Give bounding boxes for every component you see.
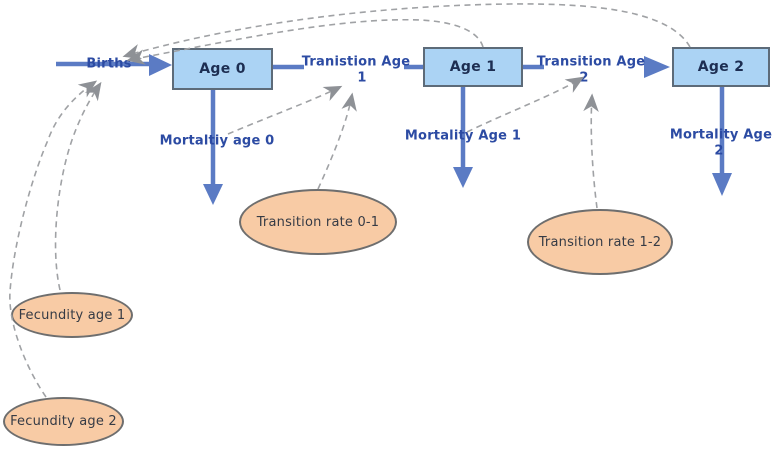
stock-age-1[interactable]: Age 1: [423, 47, 523, 87]
flow-births-label[interactable]: Births: [86, 57, 131, 72]
aux-fecundity-age-2-label: Fecundity age 2: [10, 414, 117, 429]
aux-transition-rate-0-1-label: Transition rate 0-1: [256, 214, 380, 230]
stock-age-2[interactable]: Age 2: [672, 47, 770, 87]
stock-age-0[interactable]: Age 0: [172, 48, 273, 90]
flow-mortality-age-1-label-text: Mortality Age 1: [404, 128, 522, 144]
aux-transition-rate-1-2-label: Transition rate 1-2: [538, 234, 662, 250]
flow-mortality-age-1-label[interactable]: Mortality Age 1: [405, 129, 521, 144]
aux-fecundity-age-1-label: Fecundity age 1: [18, 307, 126, 323]
flow-transition-age-1-label-line2[interactable]: 1: [357, 71, 366, 86]
stock-age-2-label: Age 2: [697, 59, 745, 75]
influence-link-fecundity-age-1-to-births[interactable]: [54, 81, 102, 291]
flow-transition-age-1-label-text: Tranistion Age: [301, 54, 411, 70]
flow-transition-age-2-label[interactable]: Transition Age: [537, 55, 645, 70]
flow-mortality-2-arrowhead-icon: [712, 173, 732, 196]
flow-transition-age-1-line2-text: 1: [357, 70, 367, 86]
influence-link-transition-rate-0-1-to-transition-age-1[interactable]: [317, 92, 357, 190]
influence-link-fecundity-age-2-to-births[interactable]: [9, 80, 98, 398]
aux-fecundity-age-1[interactable]: Fecundity age 1: [11, 292, 133, 338]
flow-mortality-age-2-label-text: Mortality Age: [669, 127, 773, 143]
flow-mortality-age-0-label[interactable]: Mortaltiy age 0: [160, 134, 275, 149]
flow-transition-age-2-label-text: Transition Age: [536, 54, 646, 70]
aux-fecundity-age-2[interactable]: Fecundity age 2: [3, 397, 124, 446]
flow-mortality-age-2-line2-text: 2: [714, 143, 724, 159]
flow-mortality-age-0-label-text: Mortaltiy age 0: [159, 133, 275, 149]
flow-births-arrowhead-icon: [149, 54, 172, 76]
influence-link-transition-rate-1-2-to-transition-age-2[interactable]: [583, 93, 599, 209]
flow-transition-age-2-line2-text: 2: [579, 70, 589, 86]
flow-mortality-age-2-label[interactable]: Mortality Age: [670, 128, 772, 143]
stock-age-1-label: Age 1: [449, 59, 497, 75]
flow-mortality-1-arrowhead-icon: [453, 167, 473, 188]
aux-transition-rate-1-2[interactable]: Transition rate 1-2: [527, 209, 673, 275]
flow-transition-age-1-label[interactable]: Tranistion Age: [302, 55, 410, 70]
flow-mortality-0-arrowhead-icon: [203, 184, 223, 205]
influence-link-age-0-to-transition-age-1[interactable]: [227, 85, 343, 135]
flow-transition-age-2-label-line2[interactable]: 2: [579, 71, 588, 86]
flow-births-label-text: Births: [86, 56, 132, 72]
flow-mortality-age-2-label-line2[interactable]: 2: [714, 144, 723, 159]
aux-transition-rate-0-1[interactable]: Transition rate 0-1: [239, 189, 397, 255]
flow-transition-2-arrowhead-icon: [644, 56, 670, 78]
stock-age-0-label: Age 0: [199, 61, 246, 77]
